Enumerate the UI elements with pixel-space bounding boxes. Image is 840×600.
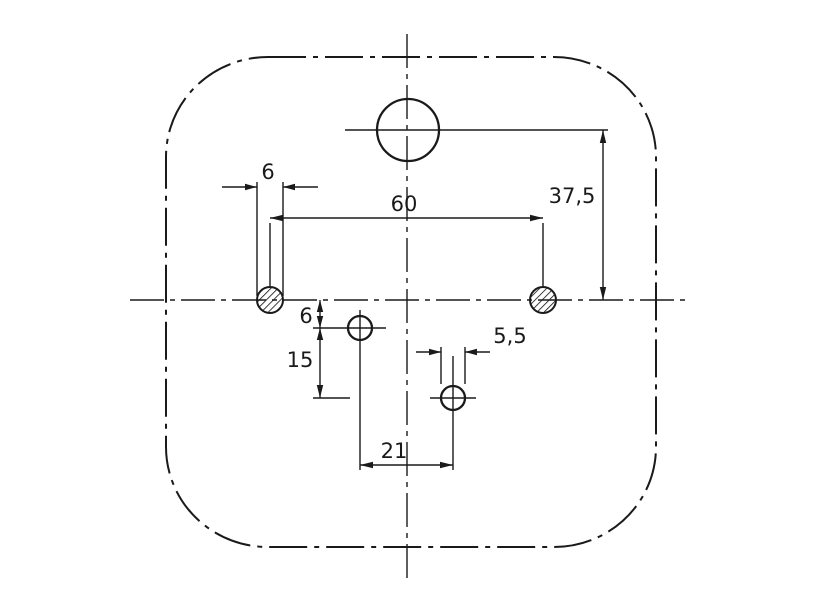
mounting-hole-left-circle <box>256 286 284 314</box>
dimension-small-hole-dia: 5,5 <box>416 324 527 384</box>
plate-outline-path <box>165 56 657 548</box>
dimension-outer-hole-dia: 6 <box>222 160 318 296</box>
dimension-top-hole-height: 37,5 <box>549 130 607 300</box>
arrowhead <box>283 183 295 191</box>
arrowhead <box>245 183 257 191</box>
dimension-label: 60 <box>391 192 418 216</box>
arrowhead <box>530 214 543 222</box>
mounting-hole-right-circle <box>529 286 557 314</box>
arrowhead <box>360 461 373 469</box>
dimension-label: 6 <box>299 304 312 328</box>
top-hole-circle <box>375 97 441 163</box>
plate-outline <box>165 56 657 548</box>
small-hole-lower <box>313 356 476 470</box>
arrowhead <box>599 130 607 143</box>
small-hole-lower-circle <box>439 384 467 412</box>
arrowhead <box>465 348 477 356</box>
dimension-outer-hole-spacing: 60 <box>269 192 544 286</box>
centerlines <box>130 34 690 578</box>
arrowhead <box>599 287 607 300</box>
arrowhead <box>316 385 324 398</box>
arrowhead <box>316 328 324 340</box>
dimension-vertical-chain: 6 15 <box>287 300 324 398</box>
top-hole <box>345 97 608 163</box>
dimension-small-hole-spacing: 21 <box>360 439 453 469</box>
small-hole-upper-circle <box>346 314 374 342</box>
arrowhead <box>316 316 324 328</box>
small-hole-upper <box>313 310 386 470</box>
mounting-hole-right <box>529 286 557 314</box>
arrowhead <box>316 300 324 312</box>
dimension-label: 6 <box>261 160 274 184</box>
dimension-label: 37,5 <box>549 184 596 208</box>
dimension-label: 21 <box>381 439 408 463</box>
arrowhead <box>429 348 441 356</box>
arrowhead <box>270 214 283 222</box>
arrowhead <box>440 461 453 469</box>
mounting-hole-left <box>256 286 284 314</box>
dimension-label: 5,5 <box>493 324 526 348</box>
dimension-label: 15 <box>287 348 314 372</box>
